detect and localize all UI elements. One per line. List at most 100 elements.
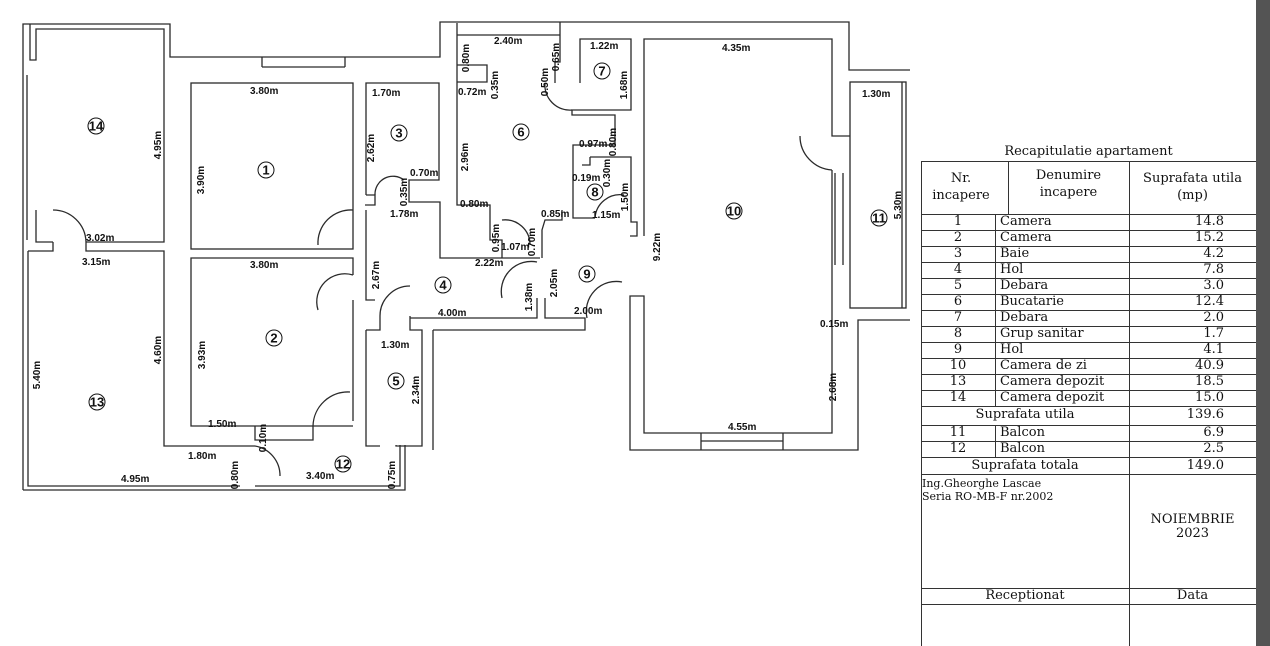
dimension-label: 0.70m: [527, 228, 538, 256]
table-rule: [995, 390, 996, 406]
row-nr: 2: [953, 230, 963, 245]
table-rule: [995, 425, 996, 441]
room-number-14: 14: [87, 117, 105, 135]
useful-area-label: Suprafata utila: [975, 407, 1075, 422]
room-number-9: 9: [578, 265, 596, 283]
table-rule: [921, 374, 1256, 375]
room-number-label: 3: [395, 126, 402, 141]
row-name: Balcon: [1000, 441, 1045, 456]
dimension-label: 4.95m: [153, 131, 164, 159]
room-number-circle: [870, 209, 888, 227]
dimension-label: 0.10m: [258, 424, 269, 452]
table-rule: [995, 246, 996, 262]
table-rule: [921, 425, 1256, 426]
row-area: 15.2: [1195, 230, 1224, 245]
room-number-label: 9: [583, 267, 590, 282]
row-nr: 5: [953, 278, 963, 293]
scrollbar[interactable]: [1256, 0, 1270, 646]
useful-area-value: 139.6: [1186, 407, 1224, 422]
dimension-label: 1.30m: [381, 340, 409, 351]
room-number-label: 7: [598, 64, 605, 79]
dimension-label: 3.90m: [196, 166, 207, 194]
dimension-label: 5.40m: [32, 361, 43, 389]
dimension-label: 9.22m: [652, 233, 663, 261]
room-number-label: 2: [270, 331, 277, 346]
row-name: Baie: [1000, 246, 1030, 261]
dimension-label: 1.78m: [390, 209, 418, 220]
dimension-label: 3.80m: [250, 86, 278, 97]
dimension-label: 0.35m: [399, 178, 410, 206]
row-area: 7.8: [1203, 262, 1224, 277]
table-rule: [995, 358, 996, 374]
room-number-label: 11: [872, 211, 886, 226]
dimension-label: 1.15m: [592, 210, 620, 221]
table-rule: [921, 310, 1256, 311]
dimension-label: 0.85m: [541, 209, 569, 220]
room-number-label: 8: [591, 185, 598, 200]
row-area: 18.5: [1195, 374, 1224, 389]
dimension-label: 2.00m: [574, 306, 602, 317]
row-nr: 10: [949, 358, 967, 373]
dimension-label: 0.70m: [410, 168, 438, 179]
table-rule: [921, 262, 1256, 263]
dimension-label: 0.80m: [461, 44, 472, 72]
table-rule: [921, 342, 1256, 343]
dimension-label: 0.50m: [540, 68, 551, 96]
row-area: 6.9: [1203, 425, 1224, 440]
table-rule: [995, 262, 996, 278]
row-area: 4.2: [1203, 246, 1224, 261]
dimension-label: 4.55m: [728, 422, 756, 433]
dimension-label: 2.68m: [828, 373, 839, 401]
door-arcs: [52, 82, 833, 477]
row-area: 4.1: [1203, 342, 1224, 357]
table-rule: [1129, 161, 1130, 474]
dimension-label: 0.95m: [491, 224, 502, 252]
row-name: Camera depozit: [1000, 390, 1105, 405]
table-rule: [921, 230, 1256, 231]
dimension-label: 1.50m: [620, 183, 631, 211]
total-area-value: 149.0: [1186, 458, 1224, 473]
dimension-label: 3.15m: [82, 257, 110, 268]
table-rule: [921, 161, 1256, 162]
room-number-11: 11: [870, 209, 888, 227]
date-label: Data: [1176, 588, 1209, 603]
row-name: Grup sanitar: [1000, 326, 1084, 341]
room-number-circle: [334, 455, 352, 473]
room-number-3: 3: [390, 124, 408, 142]
dimension-label: 4.35m: [722, 43, 750, 54]
dimension-label: 2.40m: [494, 36, 522, 47]
header-area: Suprafata utila (mp): [1143, 171, 1242, 203]
dimension-label: 3.93m: [197, 341, 208, 369]
room-number-circle: [87, 117, 105, 135]
dimension-label: 1.68m: [619, 71, 630, 99]
dimension-label: 1.07m: [501, 242, 529, 253]
room-number-1: 1: [257, 161, 275, 179]
dimension-label: 2.34m: [411, 376, 422, 404]
header-name: Denumire incapere: [1035, 168, 1102, 200]
dimension-label: 0.65m: [551, 43, 562, 71]
dimension-label: 0.30m: [602, 159, 613, 187]
engineer-name: Ing.Gheorghe Lascae: [922, 477, 1042, 490]
room-number-6: 6: [512, 123, 530, 141]
room-number-circle: [265, 329, 283, 347]
row-area: 2.5: [1203, 441, 1224, 456]
row-nr: 14: [949, 390, 967, 405]
table-rule: [921, 214, 1256, 215]
row-area: 3.0: [1203, 278, 1224, 293]
dimension-label: 1.38m: [524, 283, 535, 311]
dimension-label: 2.05m: [549, 269, 560, 297]
dimension-label: 4.60m: [153, 336, 164, 364]
room-number-circle: [725, 202, 743, 220]
table-rule: [921, 457, 1256, 458]
header-nr: Nr. incapere: [932, 171, 990, 203]
room-number-4: 4: [434, 276, 452, 294]
room-number-label: 13: [90, 395, 104, 410]
table-rule: [995, 374, 996, 390]
dimension-label: 0.80m: [230, 461, 241, 489]
room-number-label: 10: [727, 204, 741, 219]
room-number-circle: [387, 372, 405, 390]
table-rule: [921, 246, 1256, 247]
row-nr: 6: [953, 294, 963, 309]
table-rule: [921, 358, 1256, 359]
room-number-circle: [578, 265, 596, 283]
